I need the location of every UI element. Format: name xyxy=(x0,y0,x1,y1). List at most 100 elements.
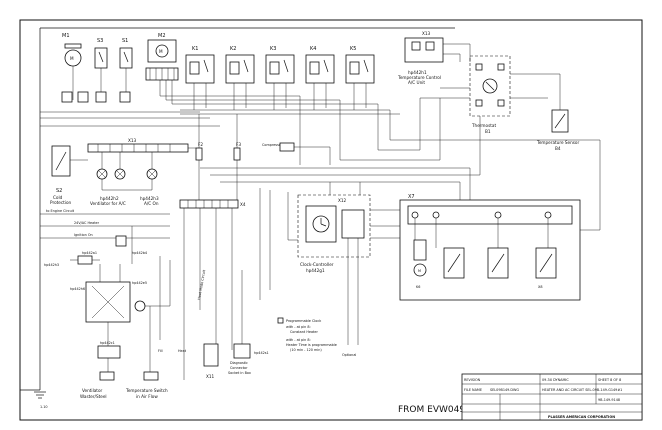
diagnostic-connector-x11: X11 Diagnostic Connector Socket in Box h… xyxy=(203,343,269,379)
temp-control-line2: A/C Unit xyxy=(408,80,425,85)
engine-circuit-label: to Engine Circuit xyxy=(46,209,75,213)
label-k5: K5 xyxy=(350,46,356,52)
heat-mode-label: Heat Mode Circuit xyxy=(197,269,206,300)
file-name-label: FILE NAME xyxy=(464,388,482,392)
compressor-label: Compressor xyxy=(262,143,283,147)
ground-label: 1.10 xyxy=(40,405,48,409)
prog-clock-line1: Programmable Clock xyxy=(286,319,321,323)
label-x11: X11 xyxy=(206,374,215,379)
file-name-value: SEL09B149.DWG xyxy=(490,388,519,392)
prog-clock-line2: with - at pin 8: xyxy=(286,325,311,329)
label-f2: F2 xyxy=(198,142,203,147)
machine-name: 09-3X DYNAMIC xyxy=(542,378,569,382)
cold-protection-s2: S2 Cold Protection xyxy=(50,145,72,205)
heater-relay-bridge: hp442h6 hp442e5 xyxy=(70,281,147,323)
label-x7: X7 xyxy=(408,194,415,200)
label-k1: K1 xyxy=(192,46,198,52)
relay-k1: K1 xyxy=(185,46,215,110)
diagnostic-line3: Socket in Box xyxy=(228,371,251,375)
relay-k4: K4 xyxy=(305,46,335,110)
clock-controller: X12 Clock-Controller hp442g1 xyxy=(297,194,371,273)
lamp-ac-on: hp442h3 A/C On xyxy=(140,168,159,206)
relay-k5: K5 xyxy=(345,46,375,110)
temp-control-line1: Temperature Control xyxy=(397,75,441,80)
label-k2: K2 xyxy=(230,46,236,52)
switch-s3-body xyxy=(94,47,108,69)
svg-text:M: M xyxy=(159,49,163,54)
label-x4: X4 xyxy=(240,202,246,207)
label-m2: M2 xyxy=(158,33,166,39)
prog-clock-line3: Constant Heater xyxy=(290,330,318,334)
label-k6: K6 xyxy=(416,285,420,289)
temp-sensor-id: B4 xyxy=(555,146,561,151)
prog-clock-note: Programmable Clock with - at pin 8: Cons… xyxy=(277,317,337,352)
label-k4: K4 xyxy=(310,46,316,52)
switch-s1-body xyxy=(119,47,133,69)
motor-m1: M1 M xyxy=(62,33,82,67)
temp-switch-line2: in Air Flow xyxy=(136,394,158,399)
svg-text:M: M xyxy=(70,56,74,61)
lamp-ventilator: hp442h2 Ventilator for A/C xyxy=(90,168,126,206)
svg-text:M: M xyxy=(418,269,421,273)
ac-heater-input-label: 24V/AC Heater xyxy=(74,221,100,225)
prog-clock-line4: with - at pin 8: xyxy=(286,338,311,342)
connector-x4: X4 xyxy=(179,199,246,209)
label-s3: S3 xyxy=(97,38,103,44)
ventilator-heater-line1: Ventilator xyxy=(82,388,103,393)
clock-controller-code: hp442g1 xyxy=(306,268,325,273)
ignition-on-label: Ignition On xyxy=(74,233,93,237)
label-x12: X12 xyxy=(338,198,347,203)
heater-relay-x14: hp442c1 xyxy=(97,341,121,359)
fuse-f3: F3 xyxy=(233,142,241,161)
title-block: REVISION FILE NAME SEL09B149.DWG 09-3X D… xyxy=(461,373,643,421)
drawing-title: HEATER AND AC CIRCUIT SEL-09B-149-G149#1 xyxy=(542,388,622,392)
sheet-number: SHEET 8 OF 8 xyxy=(598,378,621,382)
switch-s1: S1 xyxy=(119,38,133,69)
connector-x13-mid: X13 xyxy=(87,138,189,153)
thermostat-name: Thermostat xyxy=(471,123,496,128)
thermostat-b1: Thermostat B1 xyxy=(469,55,511,134)
label-f3: F3 xyxy=(236,142,241,147)
sheet-border xyxy=(19,19,643,421)
label-m1: M1 xyxy=(62,33,70,39)
label-x8: X8 xyxy=(538,285,542,289)
label-s1: S1 xyxy=(122,38,128,44)
temp-sensor-name: Temperature Sensor xyxy=(536,140,579,145)
label-s2: S2 xyxy=(56,188,62,194)
ventilator-heater-line2: Waster/Steel xyxy=(80,394,107,399)
label-hp442b4: hp442b4 xyxy=(132,251,147,255)
label-x13-mid: X13 xyxy=(128,138,137,143)
fill-signal-label: Fill xyxy=(158,349,163,353)
thermostat-id: B1 xyxy=(485,129,491,134)
optional-label: Optional xyxy=(342,353,356,357)
label-hp442a1: hp442a1 xyxy=(82,251,97,255)
diagnostic-line2: Connector xyxy=(230,366,248,370)
motor-m2: M2 M xyxy=(145,33,179,81)
prog-clock-line6: (10 min - 120 min) xyxy=(290,348,322,352)
label-hp442e5: hp442e5 xyxy=(132,281,147,285)
temp-control-x13: X13 hp442h1 Temperature Control A/C Unit xyxy=(397,31,444,85)
company-name: PLASSER AMERICAN CORPORATION xyxy=(548,415,615,419)
cold-protection-line1: Cold xyxy=(53,195,63,200)
prog-clock-line5: Heater Time is programmable xyxy=(286,343,337,347)
heat-signal-label: Heat xyxy=(178,349,187,353)
label-hp442c1: hp442c1 xyxy=(100,341,115,345)
ac-on-code: hp442h3 xyxy=(140,196,159,201)
diagnostic-code: hp442s1 xyxy=(254,351,269,355)
fuse-f2: F2 xyxy=(195,142,203,161)
relay-k3: K3 xyxy=(265,46,295,110)
label-k3: K3 xyxy=(270,46,276,52)
temp-switch-line1: Temperature Switch xyxy=(125,388,168,393)
revision-header: REVISION xyxy=(464,378,481,382)
drawing-number: 9B-149-9148 xyxy=(598,398,620,402)
watermark: FROM EVW0492 xyxy=(398,405,471,415)
diagnostic-line1: Diagnostic xyxy=(230,361,248,365)
label-hp442h3-left: hp442h3 xyxy=(44,263,59,267)
ventilator-name: Ventilator for A/C xyxy=(90,201,126,206)
ventilator-code: hp442h2 xyxy=(100,196,119,201)
connector-x7: X7 M K6 X8 xyxy=(399,194,581,301)
relay-k2: K2 xyxy=(225,46,255,110)
clock-controller-name: Clock-Controller xyxy=(300,262,334,267)
